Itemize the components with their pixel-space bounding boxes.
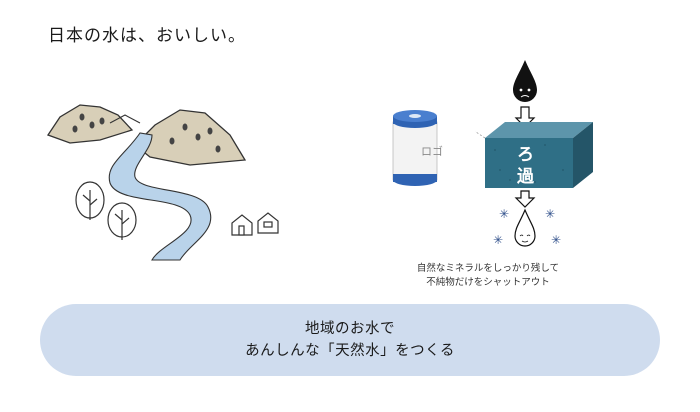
tree-1 bbox=[76, 182, 104, 220]
svg-text:✳: ✳ bbox=[499, 207, 509, 221]
filter-logo-text: ロゴ bbox=[421, 144, 443, 158]
caption-line-1: 自然なミネラルをしっかり残して bbox=[388, 262, 588, 276]
clean-drop-icon bbox=[515, 210, 535, 246]
banner-line-1: 地域のお水で bbox=[305, 318, 395, 340]
message-banner: 地域のお水で あんしんな「天然水」をつくる bbox=[40, 304, 660, 376]
svg-text:✳: ✳ bbox=[493, 233, 503, 247]
box-label-ka: 過 bbox=[517, 167, 535, 187]
filtration-diagram: ろ 過 ✳ ✳ ✳ ✳ bbox=[475, 60, 595, 260]
svg-text:✳: ✳ bbox=[545, 207, 555, 221]
arrow-down-out-icon bbox=[516, 191, 534, 207]
house-1 bbox=[232, 215, 252, 235]
filter-cartridge: ロゴ bbox=[385, 108, 445, 198]
caption-line-2: 不純物だけをシャットアウト bbox=[388, 276, 588, 290]
house-2 bbox=[258, 213, 278, 233]
page-headline: 日本の水は、おいしい。 bbox=[48, 21, 246, 46]
tree-2 bbox=[108, 203, 136, 240]
banner-line-2: あんしんな「天然水」をつくる bbox=[245, 340, 455, 362]
landscape-illustration bbox=[40, 95, 300, 265]
filter-caption: 自然なミネラルをしっかり残して 不純物だけをシャットアウト bbox=[388, 262, 588, 290]
box-label-ro: ろ bbox=[517, 145, 534, 165]
svg-text:✳: ✳ bbox=[551, 233, 561, 247]
